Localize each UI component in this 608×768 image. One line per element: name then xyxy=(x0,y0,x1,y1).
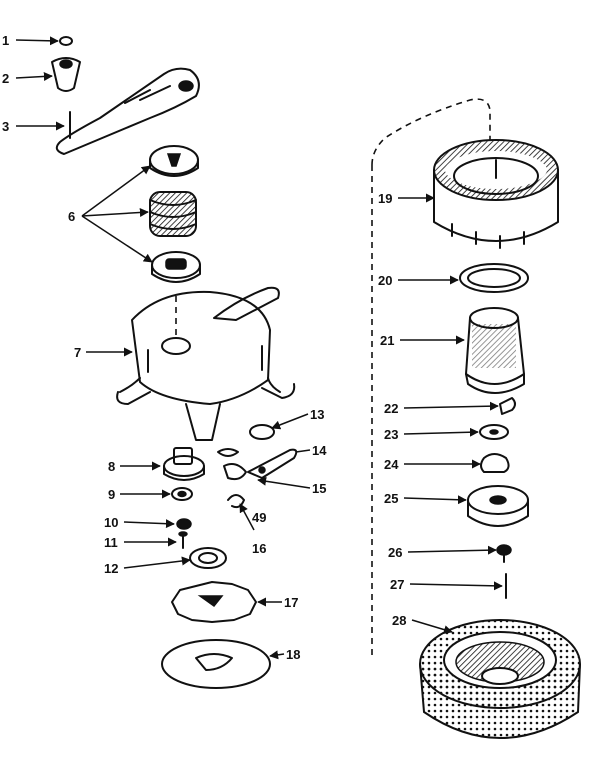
callout-6: 6 xyxy=(68,209,75,224)
part-2-knob xyxy=(51,57,81,92)
callout-2: 2 xyxy=(2,71,9,86)
leader-lines xyxy=(15,36,503,660)
part-18-bottom-plate xyxy=(161,639,271,689)
callout-22: 22 xyxy=(384,401,398,416)
callout-24: 24 xyxy=(384,457,399,472)
part-16-spring xyxy=(227,494,245,509)
callout-8: 8 xyxy=(108,459,115,474)
callout-18: 18 xyxy=(286,647,300,662)
part-8-hub xyxy=(163,447,205,481)
part-1-small-cap xyxy=(59,36,73,46)
callout-17: 17 xyxy=(284,595,298,610)
callout-15: 15 xyxy=(312,481,326,496)
callout-21: 21 xyxy=(380,333,394,348)
callout-23: 23 xyxy=(384,427,398,442)
part-26-bolt xyxy=(496,544,512,563)
callout-27: 27 xyxy=(390,577,404,592)
callout-20: 20 xyxy=(378,273,392,288)
part-20-o-ring xyxy=(459,263,529,293)
callout-28: 28 xyxy=(392,613,406,628)
callout-26: 26 xyxy=(388,545,402,560)
callout-16: 16 xyxy=(252,541,266,556)
callout-19: 19 xyxy=(378,191,392,206)
callout-14: 14 xyxy=(312,443,327,458)
part-3-crank-arm xyxy=(55,67,200,155)
callout-12: 12 xyxy=(104,561,118,576)
callout-labels: 1 2 3 6 7 8 9 10 11 12 13 14 15 49 16 17… xyxy=(2,33,406,662)
part-28-knurled-pulley xyxy=(419,619,581,739)
part-15-clip xyxy=(223,463,247,481)
part-23-washer xyxy=(479,424,509,440)
callout-11: 11 xyxy=(104,535,118,550)
callout-7: 7 xyxy=(74,345,81,360)
callout-9: 9 xyxy=(108,487,115,502)
part-19-pulley-housing xyxy=(433,139,559,249)
part-6-cap-top xyxy=(149,145,199,177)
callout-1: 1 xyxy=(2,33,9,48)
part-7-housing xyxy=(116,286,296,441)
part-6-spring xyxy=(149,191,197,237)
assembly-dashed-line xyxy=(371,98,491,660)
callout-16-alt: 49 xyxy=(252,510,266,525)
callout-10: 10 xyxy=(104,515,118,530)
part-11-screw xyxy=(178,531,188,549)
part-21-spring-cylinder xyxy=(465,307,525,394)
part-24-retaining-ring xyxy=(480,453,510,473)
callout-25: 25 xyxy=(384,491,398,506)
part-17-friction-plate xyxy=(171,581,257,623)
part-22-key xyxy=(499,397,516,415)
part-9-washer xyxy=(171,487,193,501)
part-6-cap-bottom xyxy=(151,251,201,283)
part-13-ring xyxy=(249,424,275,440)
part-small-clip xyxy=(217,448,239,457)
part-12-ring-washer xyxy=(189,547,227,569)
callout-13: 13 xyxy=(310,407,324,422)
part-14-pawl xyxy=(247,448,298,479)
part-10-nut xyxy=(176,518,192,530)
callout-3: 3 xyxy=(2,119,9,134)
part-25-cam-cup xyxy=(467,485,529,527)
